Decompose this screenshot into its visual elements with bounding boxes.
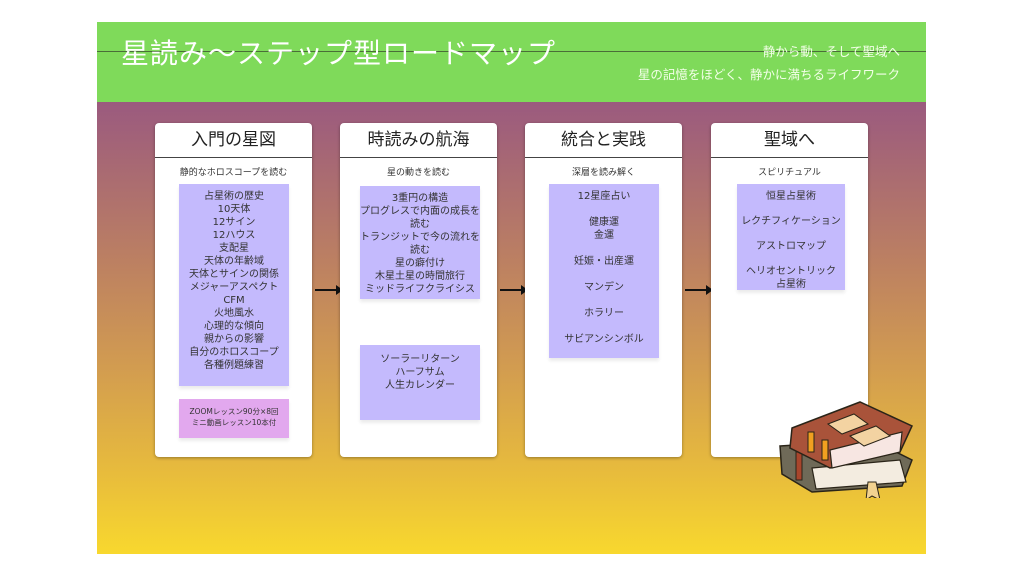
topic-item: ヘリオセントリック占星術 (746, 266, 836, 290)
topic-list: 12星座占い 健康運 金運 妊娠・出産運 マンデン ホラリー サビアンシンボル (549, 184, 659, 358)
page-title: 星読み〜ステップ型ロードマップ (121, 37, 557, 70)
stage-card-1: 入門の星図 静的なホロスコープを読む 占星術の歴史 10天体 12サイン 12ハ… (155, 123, 312, 457)
topic-list: 占星術の歴史 10天体 12サイン 12ハウス 支配星 天体の年齢域 天体とサイ… (179, 184, 289, 386)
topic-item: メジャーアスペクト (189, 282, 279, 293)
tagline-secondary: 星の記憶をほどく、静かに満ちるライフワーク (637, 67, 900, 82)
topic-item: 健康運 金運 (589, 217, 619, 241)
topic-item: 支配星 (219, 243, 249, 254)
arrow-right-icon (685, 285, 713, 295)
topic-item: 星の癖付け (395, 258, 445, 269)
header-divider-line (97, 51, 926, 52)
header-banner: 星読み〜ステップ型ロードマップ 静から動、そして聖域へ 星の記憶をほどく、静かに… (97, 22, 926, 102)
stage-card-2: 時読みの航海 星の動きを読む 3重円の構造 プログレスで内面の成長を読む トラン… (340, 123, 497, 457)
topic-item: 恒星占星術 (766, 191, 816, 202)
tagline-primary: 静から動、そして聖域へ (762, 44, 900, 59)
arrow-right-icon (500, 285, 528, 295)
stage-subtitle: 静的なホロスコープを読む (179, 168, 288, 178)
topic-item: 天体とサインの関係 (189, 269, 279, 280)
topic-item: CFM (223, 295, 245, 306)
lesson-note-line: ミニ動画レッスン10本付 (191, 418, 277, 427)
topic-item: 火地風水 (214, 308, 254, 319)
stage-title: 聖域へ (711, 123, 868, 158)
roadmap-slide: 星読み〜ステップ型ロードマップ 静から動、そして聖域へ 星の記憶をほどく、静かに… (97, 22, 926, 554)
topic-item: アストロマップ (756, 241, 826, 252)
topic-item: レクチフィケーション (741, 216, 841, 227)
stage-subtitle: 星の動きを読む (386, 168, 450, 178)
topic-item: 10天体 (217, 204, 251, 215)
topic-list: 3重円の構造 プログレスで内面の成長を読む トランジットで今の流れを読む 星の癖… (360, 186, 480, 299)
stage-card-4: 聖域へ スピリチュアル 恒星占星術 レクチフィケーション アストロマップ ヘリオ… (711, 123, 868, 457)
topic-item: プログレスで内面の成長を読む (360, 206, 480, 230)
topic-item: 各種例題練習 (204, 360, 264, 371)
topic-item: 親からの影響 (204, 334, 264, 345)
topic-item: 12サイン (212, 217, 256, 228)
topic-item: ホラリー (584, 308, 624, 319)
stage-title: 入門の星図 (155, 123, 312, 158)
topic-item: 自分のホロスコープ (189, 347, 279, 358)
stage-subtitle: スピリチュアル (758, 168, 821, 178)
topic-item: トランジットで今の流れを読む (360, 232, 480, 256)
topic-list: ソーラーリターン ハーフサム 人生カレンダー (360, 345, 480, 420)
topic-item: 12星座占い (577, 191, 631, 202)
topic-item: ハーフサム (395, 367, 445, 378)
topic-item: 天体の年齢域 (204, 256, 264, 267)
stage-title: 統合と実践 (525, 123, 682, 158)
stage-title: 時読みの航海 (340, 123, 497, 158)
topic-item: ミッドライフクライシス (365, 284, 475, 295)
topic-item: ソーラーリターン (380, 354, 460, 365)
topic-item: 人生カレンダー (385, 380, 455, 391)
arrow-right-icon (315, 285, 343, 295)
lesson-note-line: ZOOMレッスン90分×8回 (189, 407, 279, 416)
lesson-note: ZOOMレッスン90分×8回 ミニ動画レッスン10本付 (179, 399, 289, 438)
topic-item: 3重円の構造 (391, 193, 449, 204)
topic-item: サビアンシンボル (564, 334, 644, 345)
topic-list: 恒星占星術 レクチフィケーション アストロマップ ヘリオセントリック占星術 (737, 184, 845, 290)
topic-item: マンデン (584, 282, 624, 293)
stacked-books-icon (779, 401, 913, 498)
topic-item: 占星術の歴史 (204, 191, 264, 202)
topic-item: 木星土星の時間旅行 (375, 271, 465, 282)
topic-item: 心理的な傾向 (204, 321, 264, 332)
topic-item: 妊娠・出産運 (574, 256, 634, 267)
topic-item: 12ハウス (212, 230, 256, 241)
stage-card-3: 統合と実践 深層を読み解く 12星座占い 健康運 金運 妊娠・出産運 マンデン … (525, 123, 682, 457)
stage-subtitle: 深層を読み解く (571, 168, 635, 178)
